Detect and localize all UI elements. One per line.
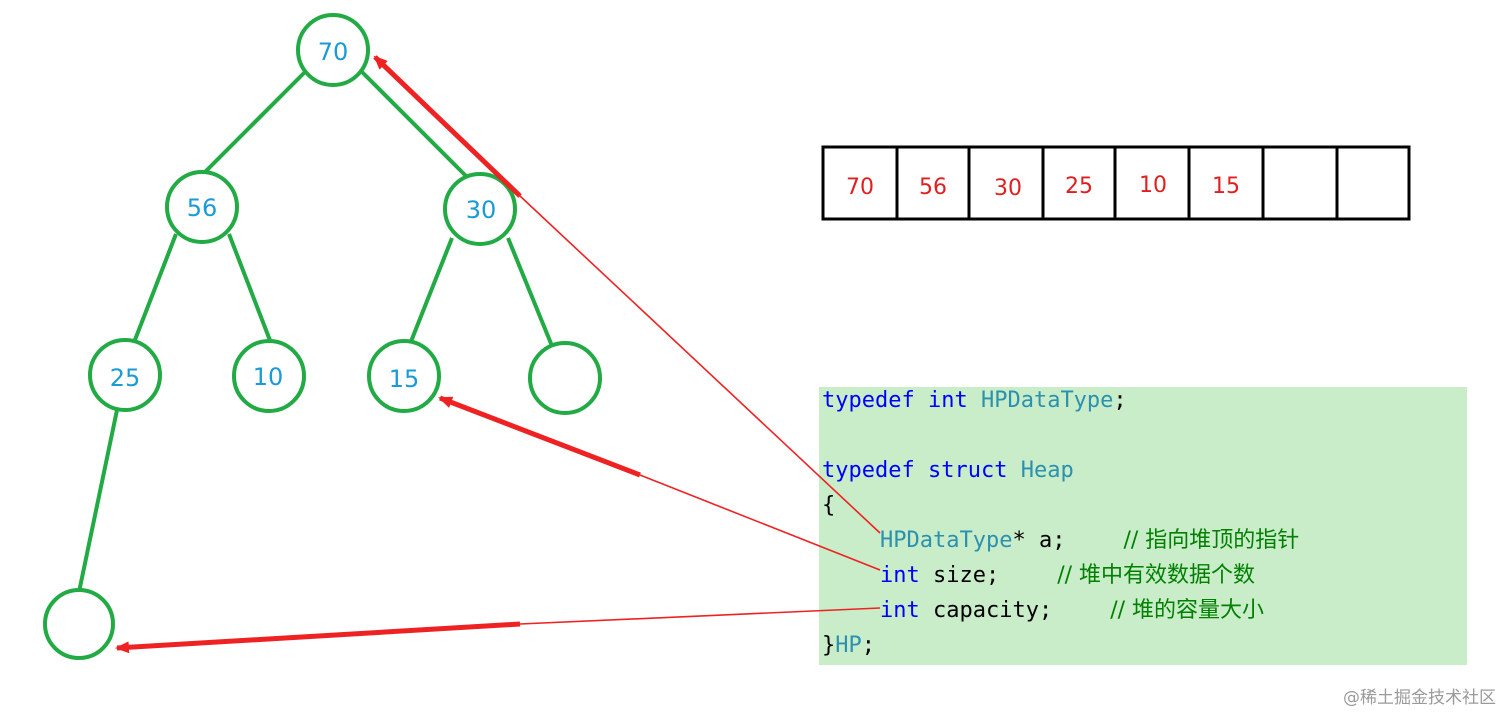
code-keyword: int <box>880 563 920 588</box>
code-text: capacity; <box>933 598 1053 623</box>
code-comment: // 堆中有效数据个数 <box>1057 563 1256 588</box>
node-label-3: 25 <box>110 364 141 392</box>
tree-node-70 <box>296 13 370 87</box>
array-cell-0: 70 <box>846 175 874 200</box>
edge-25-empty <box>77 409 119 593</box>
arrow-a-to-root <box>373 55 522 198</box>
code-keyword: int <box>880 598 920 623</box>
edge-56-10 <box>227 233 273 344</box>
node-label-0: 70 <box>318 38 349 66</box>
arrow-capacity-to-empty <box>115 621 521 654</box>
code-line-field-size: int size; // 堆中有效数据个数 <box>822 562 1255 590</box>
edge-70-56 <box>201 70 307 176</box>
arrow-capacity-thin <box>519 607 881 625</box>
code-line-open-brace: { <box>822 492 835 520</box>
code-type: Heap <box>1020 458 1074 483</box>
code-punct: ; <box>1113 388 1127 413</box>
array-storage: 70 56 30 25 10 15 <box>821 145 1411 221</box>
tree-node-56 <box>165 170 239 244</box>
code-punct: { <box>822 493 836 518</box>
code-type: HP <box>835 633 862 658</box>
array-cell-3: 25 <box>1065 174 1093 199</box>
arrow-a-thin <box>519 195 881 534</box>
tree-edges <box>77 70 554 593</box>
code-line-typedef-struct: typedef struct Heap <box>822 457 1074 485</box>
node-label-2: 30 <box>466 196 497 224</box>
edge-30-15 <box>408 237 454 345</box>
node-label-1: 56 <box>187 194 218 222</box>
code-comment: // 指向堆顶的指针 <box>1123 528 1300 553</box>
code-punct: ; <box>861 633 875 658</box>
array-cell-2: 30 <box>994 176 1022 201</box>
arrow-size-thin <box>639 474 881 571</box>
code-type: HPDataType <box>880 528 1013 553</box>
code-keyword: typedef <box>822 388 915 413</box>
array-cell-5: 15 <box>1212 174 1240 199</box>
tree-node-15 <box>367 339 441 413</box>
code-keyword: struct <box>927 458 1008 483</box>
tree-node-empty-bottom <box>43 588 115 660</box>
tree-node-30 <box>443 172 517 246</box>
tree-node-empty-right <box>528 341 602 415</box>
edge-70-30 <box>360 70 468 178</box>
code-line-close-brace: }HP; <box>822 632 875 660</box>
array-cell-1: 56 <box>919 175 947 200</box>
node-label-5: 15 <box>389 365 420 393</box>
edge-30-empty <box>506 237 554 347</box>
tree-nodes <box>43 13 602 660</box>
code-line-typedef-int: typedef int HPDataType; <box>822 387 1127 415</box>
edge-56-25 <box>131 233 178 346</box>
code-text: * a; <box>1012 528 1066 553</box>
code-line-field-a: HPDataType* a; // 指向堆顶的指针 <box>822 527 1299 555</box>
code-line-field-capacity: int capacity; // 堆的容量大小 <box>822 597 1264 625</box>
code-type: HPDataType <box>980 388 1114 413</box>
code-punct: } <box>822 633 836 658</box>
code-panel: typedef int HPDataType; typedef struct H… <box>819 387 1467 665</box>
node-label-4: 10 <box>253 363 284 391</box>
tree-node-25 <box>88 338 162 412</box>
code-comment: // 堆的容量大小 <box>1110 598 1265 623</box>
code-keyword: typedef <box>822 458 915 483</box>
code-keyword: int <box>927 388 968 413</box>
tree-node-10 <box>232 339 306 413</box>
tree-node-labels: 70 56 30 25 10 15 <box>110 38 497 393</box>
code-text: size; <box>933 563 1000 588</box>
arrow-size-to-15 <box>438 395 641 478</box>
array-cell-4: 10 <box>1139 173 1167 198</box>
watermark: @稀土掘金技术社区 <box>1343 688 1496 708</box>
